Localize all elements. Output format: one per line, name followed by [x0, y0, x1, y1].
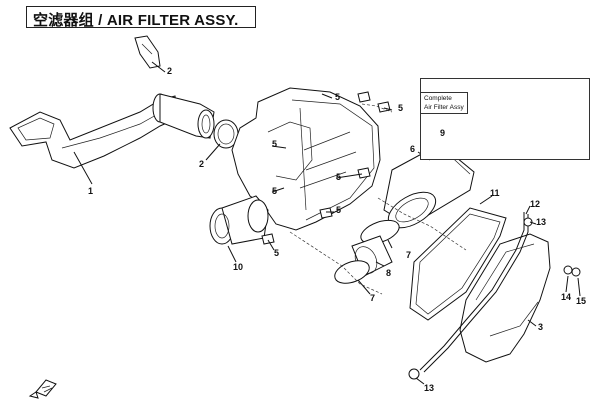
- airbox-housing-part: [231, 87, 381, 231]
- callout-2-lower: 2: [199, 159, 205, 169]
- callout-9: 9: [440, 128, 446, 138]
- callout-15: 15: [576, 296, 587, 306]
- callout-13-top: 13: [536, 217, 547, 227]
- breather-hose-part: [419, 212, 529, 373]
- callout-13-bottom: 13: [424, 383, 435, 393]
- airbox-cover-part: [459, 233, 551, 363]
- strap-clamp-top-part: [134, 35, 161, 69]
- callout-12: 12: [530, 199, 541, 209]
- leader-lines: [73, 61, 581, 385]
- callout-5-left: 5: [272, 139, 278, 149]
- clip-fasteners: [261, 91, 391, 245]
- callout-5-right: 5: [398, 103, 404, 113]
- complete-label-line2: Air Filter Assy: [424, 104, 464, 111]
- callout-5-mid: 5: [272, 186, 278, 196]
- callout-2-top: 2: [167, 66, 173, 76]
- ring-clamp-part: [213, 119, 239, 149]
- title-box: 空滤器组 / AIR FILTER ASSY.: [26, 6, 256, 29]
- callout-10: 10: [233, 262, 244, 272]
- diagram-title: 空滤器组 / AIR FILTER ASSY.: [33, 12, 239, 29]
- hose-clip-bottom-part: [408, 368, 420, 380]
- callout-7-upper: 7: [406, 250, 412, 260]
- tube-coupling-part: [152, 93, 215, 139]
- callout-5-center: 5: [336, 172, 342, 182]
- inset-frame: [420, 78, 590, 160]
- hose-clip-top-part: [523, 217, 533, 227]
- front-direction-arrow-icon: [28, 379, 57, 399]
- gasket-frame-part: [409, 207, 507, 321]
- callout-7-lower: 7: [370, 293, 376, 303]
- outlet-elbow-part: [209, 195, 269, 245]
- complete-assy-label-box: Complete Air Filter Assy: [420, 92, 468, 114]
- callout-1: 1: [88, 186, 94, 196]
- clamp-lower-part: [334, 260, 370, 284]
- callout-5-lower: 5: [336, 205, 342, 215]
- callout-5-bottom: 5: [274, 248, 280, 258]
- callout-3: 3: [538, 322, 544, 332]
- callout-5-top: 5: [335, 92, 341, 102]
- drain-plug-part: [563, 265, 581, 277]
- callout-6: 6: [410, 144, 416, 154]
- filter-element-part: [383, 143, 475, 229]
- callout-11: 11: [490, 188, 500, 198]
- clamp-upper-part: [360, 219, 400, 245]
- callout-8: 8: [386, 268, 392, 278]
- complete-label-line1: Complete: [424, 95, 452, 102]
- callout-14: 14: [561, 292, 572, 302]
